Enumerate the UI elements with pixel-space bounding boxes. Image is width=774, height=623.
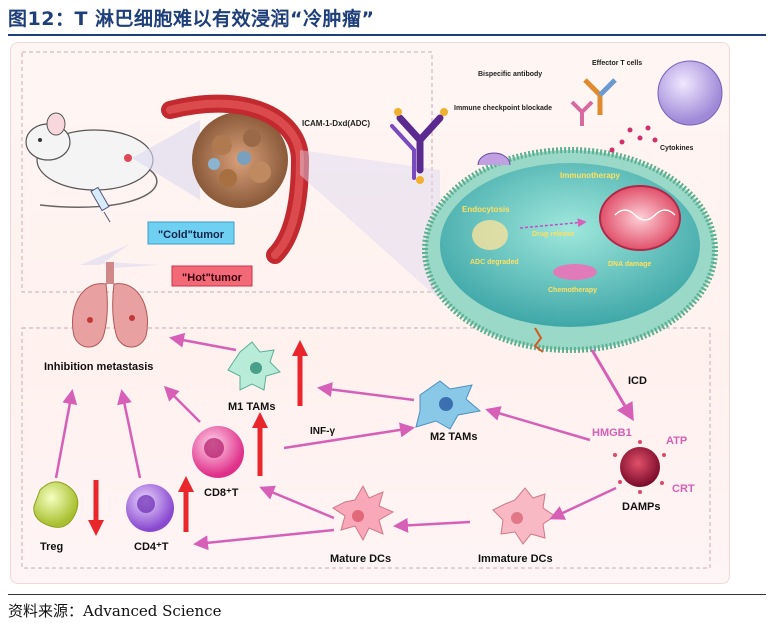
m2-tams-label: M2 TAMs [430,431,477,443]
immunotherapy-label: Immunotherapy [560,171,621,180]
hot-tumor-box [171,265,253,287]
cd4-label: CD4⁺T [134,541,169,553]
mature-dcs-label: Mature DCs [330,553,391,565]
adc-antibody-icon [390,108,448,184]
cold-tumor-box [147,221,235,245]
title-divider [8,34,766,36]
bottom-region [21,327,711,569]
lysosome [472,220,508,250]
tumor-cell [422,147,718,353]
crt-label: CRT [672,483,695,495]
treg-cell [33,481,79,528]
chemotherapy-label: Chemotherapy [548,287,597,294]
endosome [477,152,511,166]
effector-t-label: Effector T cells [592,60,642,67]
cold-tumor-label: "Cold"tumor [158,229,225,241]
dna-damage-label: DNA damage [608,261,651,268]
damps-dots [613,440,666,494]
syringe-icon [90,186,111,223]
damps-to-immature-arrow [549,486,617,520]
immature-dc-cell [492,487,556,545]
bispecific-label: Bispecific antibody [478,71,542,78]
hot-tumor-label: "Hot"tumor [182,272,243,284]
cd8-label: CD8⁺T [204,487,239,499]
damps-to-m2-arrow [485,406,591,442]
drug-release-label: Drug release [532,231,575,238]
adc-degraded-label: ADC degraded [470,259,519,266]
adc-label: ICAM-1-Dxd(ADC) [302,119,370,128]
membrane-crack [533,327,544,353]
hmgb1-label: HMGB1 [592,427,632,439]
damps-label: DAMPs [622,501,661,513]
top-left-region [21,51,433,293]
immature-dcs-label: Immature DCs [478,553,553,565]
checkpoint-antibody-icon [570,100,594,126]
effector-t-cell [657,60,723,126]
cd4-to-inhibition-arrow [117,389,142,479]
zoom-beam [132,120,200,200]
m2-to-m1-arrow [317,382,415,402]
tumor-mass [192,112,288,208]
mitochondrion [553,264,597,280]
bispecific-antibody-icon [583,78,617,115]
figure-title: 图12：T 淋巴细胞难以有效浸润“冷肿瘤” [8,8,375,30]
m1-to-inhibition-arrow [169,332,237,352]
zoom-beam-cell [300,150,440,300]
icd-arrow [590,349,634,422]
mature-dc-cell [332,484,395,542]
inf-gamma-label: INF-γ [310,426,335,437]
mature-to-cd4-arrow [193,528,335,551]
inhibition-label: Inhibition metastasis [44,361,153,373]
treg-label: Treg [40,541,63,553]
m1-tam-cell [227,341,281,391]
immature-to-mature-arrow [393,517,471,533]
mature-to-cd8-arrow [259,485,335,520]
damps-cell [620,447,660,487]
cytokines-label: Cytokines [660,145,694,152]
m1-tams-label: M1 TAMs [228,401,275,413]
treg-to-inhibition-arrow [54,389,78,479]
source-note: 资料来源：Advanced Science [8,602,222,620]
lungs-icon [72,262,160,348]
cd8-to-inhibition-arrow [163,385,201,423]
endocytosis-label: Endocytosis [462,205,510,214]
cd8-to-m2-arrow [283,422,415,450]
checkpoint-label: Immune checkpoint blockade [454,105,552,112]
cytokine-dots [609,125,658,153]
icd-label: ICD [628,375,647,387]
source-divider [8,594,766,595]
m2-tam-cell [415,380,482,430]
atp-label: ATP [666,435,687,447]
